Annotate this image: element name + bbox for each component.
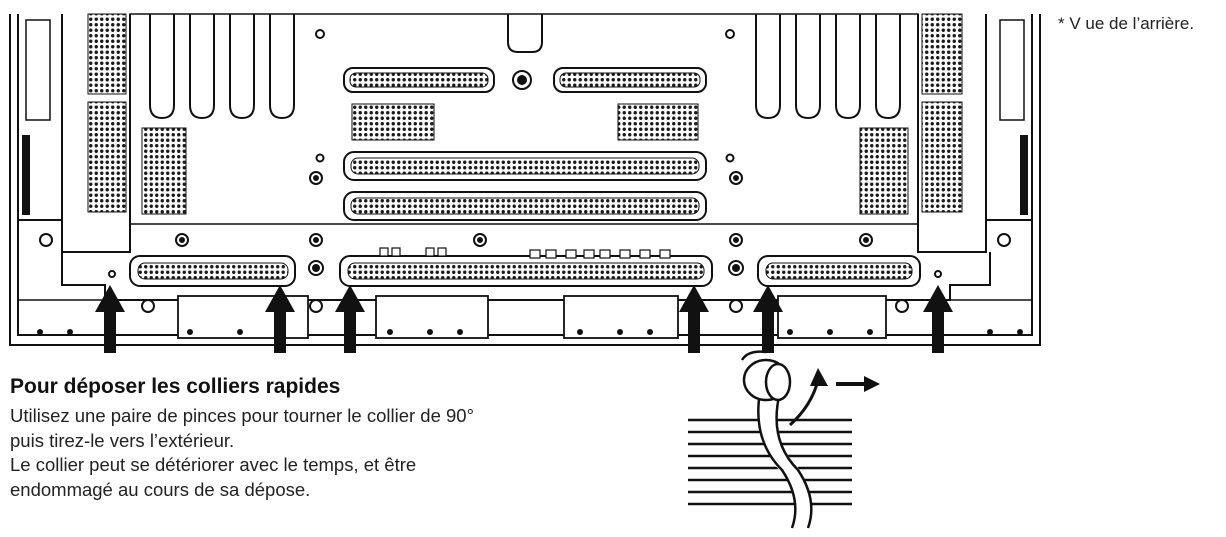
connector-row (379, 247, 671, 259)
paragraph-line: Utilisez une paire de pinces pour tourne… (10, 405, 474, 426)
rear-view-note: * V ue de l’arrière. (1058, 14, 1195, 33)
side-rails (22, 19, 1028, 215)
paragraph-line: endommagé au cours de sa dépose. (10, 478, 311, 500)
arrow-up-icon (95, 285, 953, 353)
section-heading: Pour déposer les colliers rapides (10, 375, 341, 398)
paragraph-line: puis tirez-le vers l’extérieur. (10, 429, 235, 451)
instructions-paragraph: Utilisez une paire de pinces pour tourne… (10, 404, 650, 502)
cable-tie-icon (688, 350, 880, 531)
paragraph-line: Le collier peut se détériorer avec le te… (10, 454, 417, 475)
screw-icon (39, 29, 1011, 313)
vent-grilles (87, 13, 963, 215)
bracket-holes (37, 329, 1023, 335)
panel-frame (9, 13, 1041, 346)
slot-bars (129, 67, 921, 287)
u-ribs (149, 14, 901, 120)
